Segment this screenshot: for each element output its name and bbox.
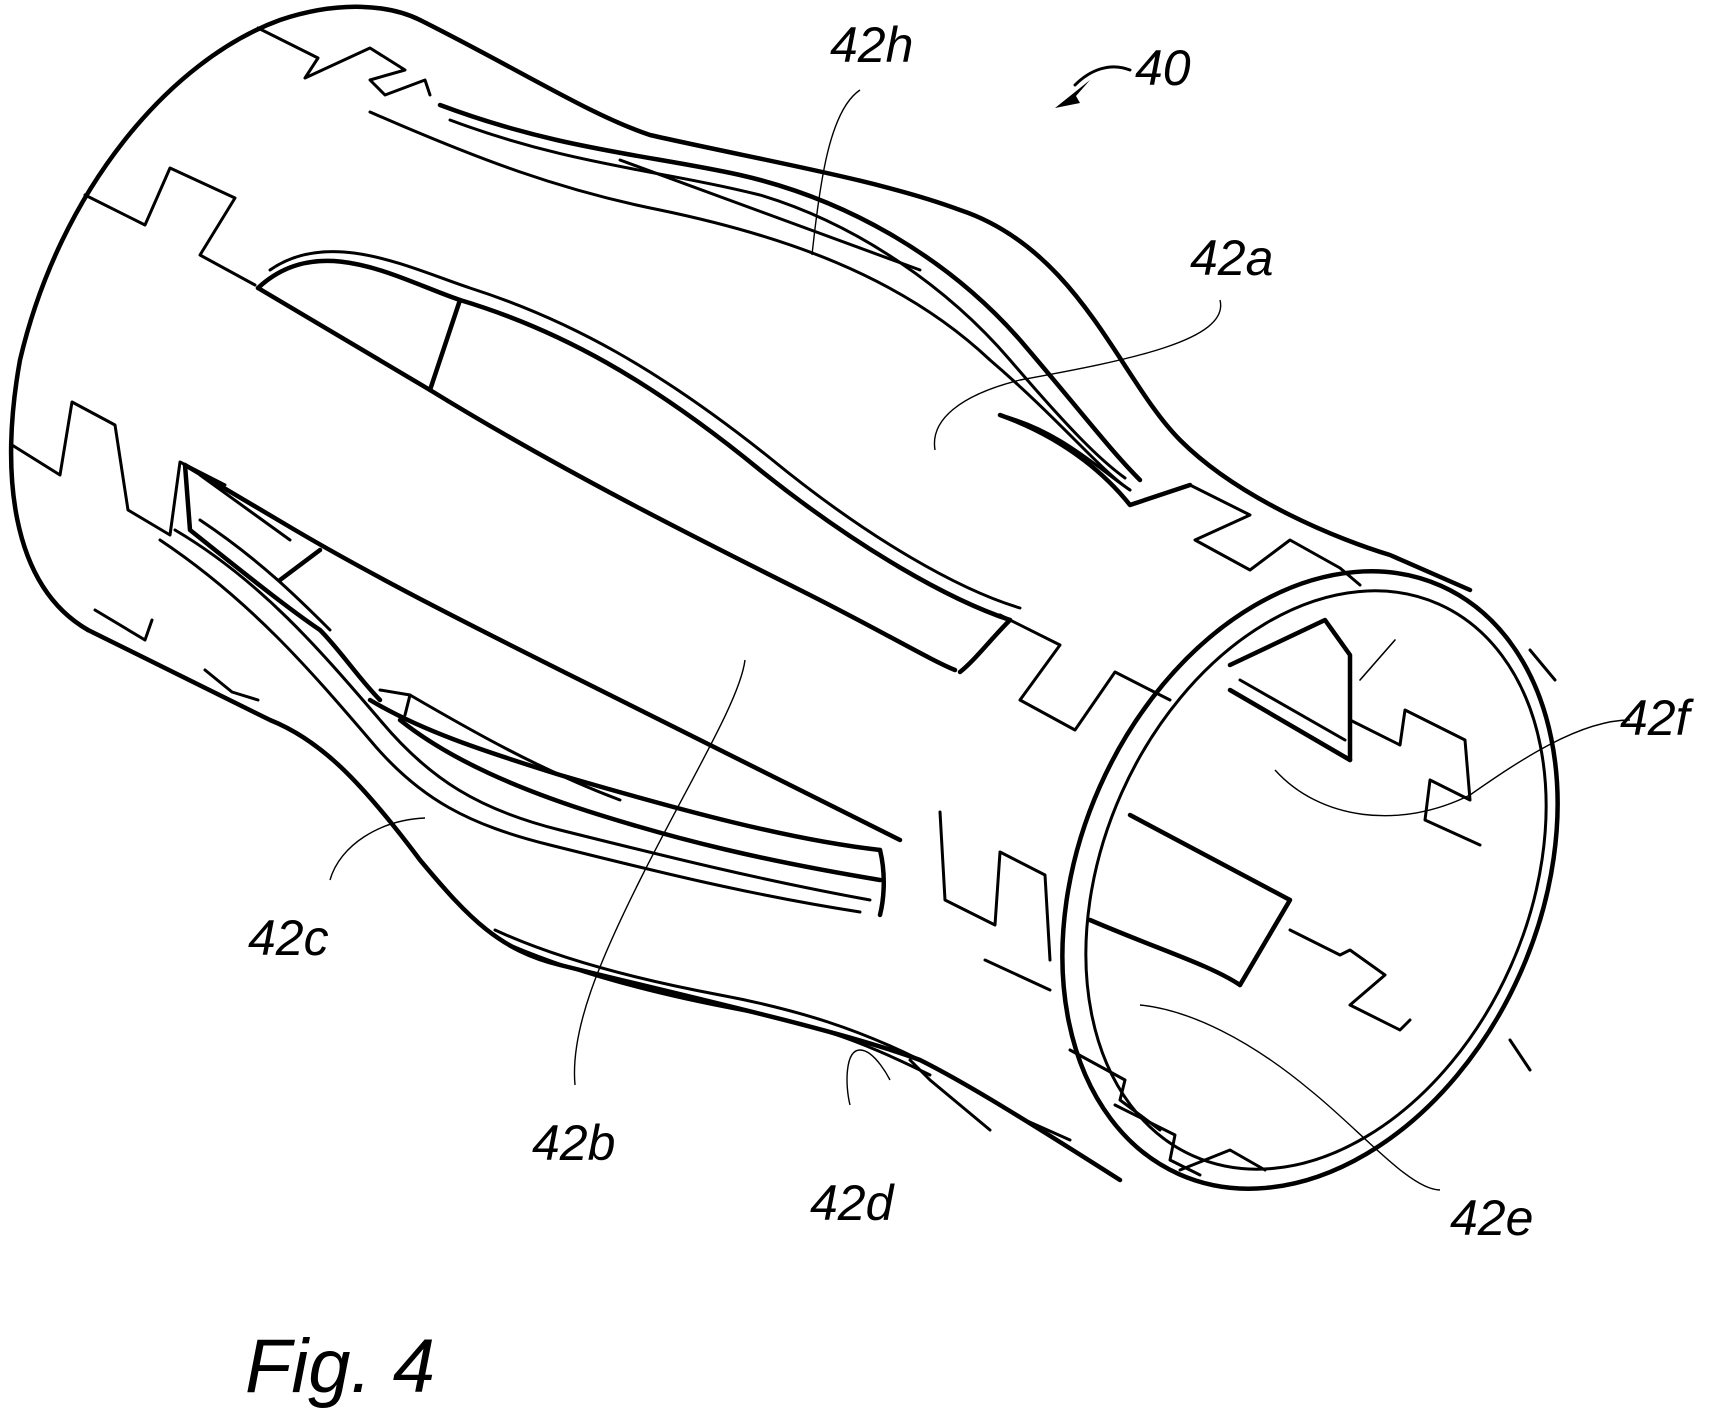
- reference-labels: 40 42h 42a 42f 42c 42b 42d 42e: [248, 17, 1695, 1246]
- leader-42f: [1274, 719, 1631, 817]
- leader-40: [1073, 65, 1132, 87]
- leader-42e: [1139, 1004, 1441, 1191]
- struts: [158, 102, 1193, 1132]
- label-42e: 42e: [1450, 1190, 1533, 1246]
- label-42c: 42c: [248, 910, 329, 966]
- left-notch-seams: [10, 26, 432, 702]
- leader-lines: [329, 65, 1631, 1191]
- bottom-silhouette: [85, 627, 1123, 1183]
- label-42b: 42b: [532, 1115, 615, 1171]
- arrowhead-40: [1055, 80, 1090, 108]
- label-42h: 42h: [830, 17, 913, 73]
- right-notch-seams: [938, 483, 1362, 1142]
- label-42f: 42f: [1620, 690, 1695, 746]
- right-end-inner-rim: [1084, 589, 1548, 1171]
- right-end-outer-rim: [1060, 569, 1560, 1191]
- figure-caption: Fig. 4: [245, 1324, 435, 1409]
- sleeve-body: [8, 4, 1560, 1191]
- leader-42b: [573, 659, 746, 1086]
- leader-42a: [933, 299, 1222, 451]
- leader-42c: [329, 817, 426, 881]
- label-42a: 42a: [1190, 230, 1273, 286]
- label-42d: 42d: [810, 1175, 896, 1231]
- left-end-rim: [8, 4, 423, 633]
- interior: [1068, 617, 1557, 1177]
- leader-42h: [811, 89, 861, 256]
- label-40: 40: [1135, 40, 1191, 96]
- top-silhouette: [417, 17, 1473, 593]
- leader-42d: [846, 1049, 891, 1106]
